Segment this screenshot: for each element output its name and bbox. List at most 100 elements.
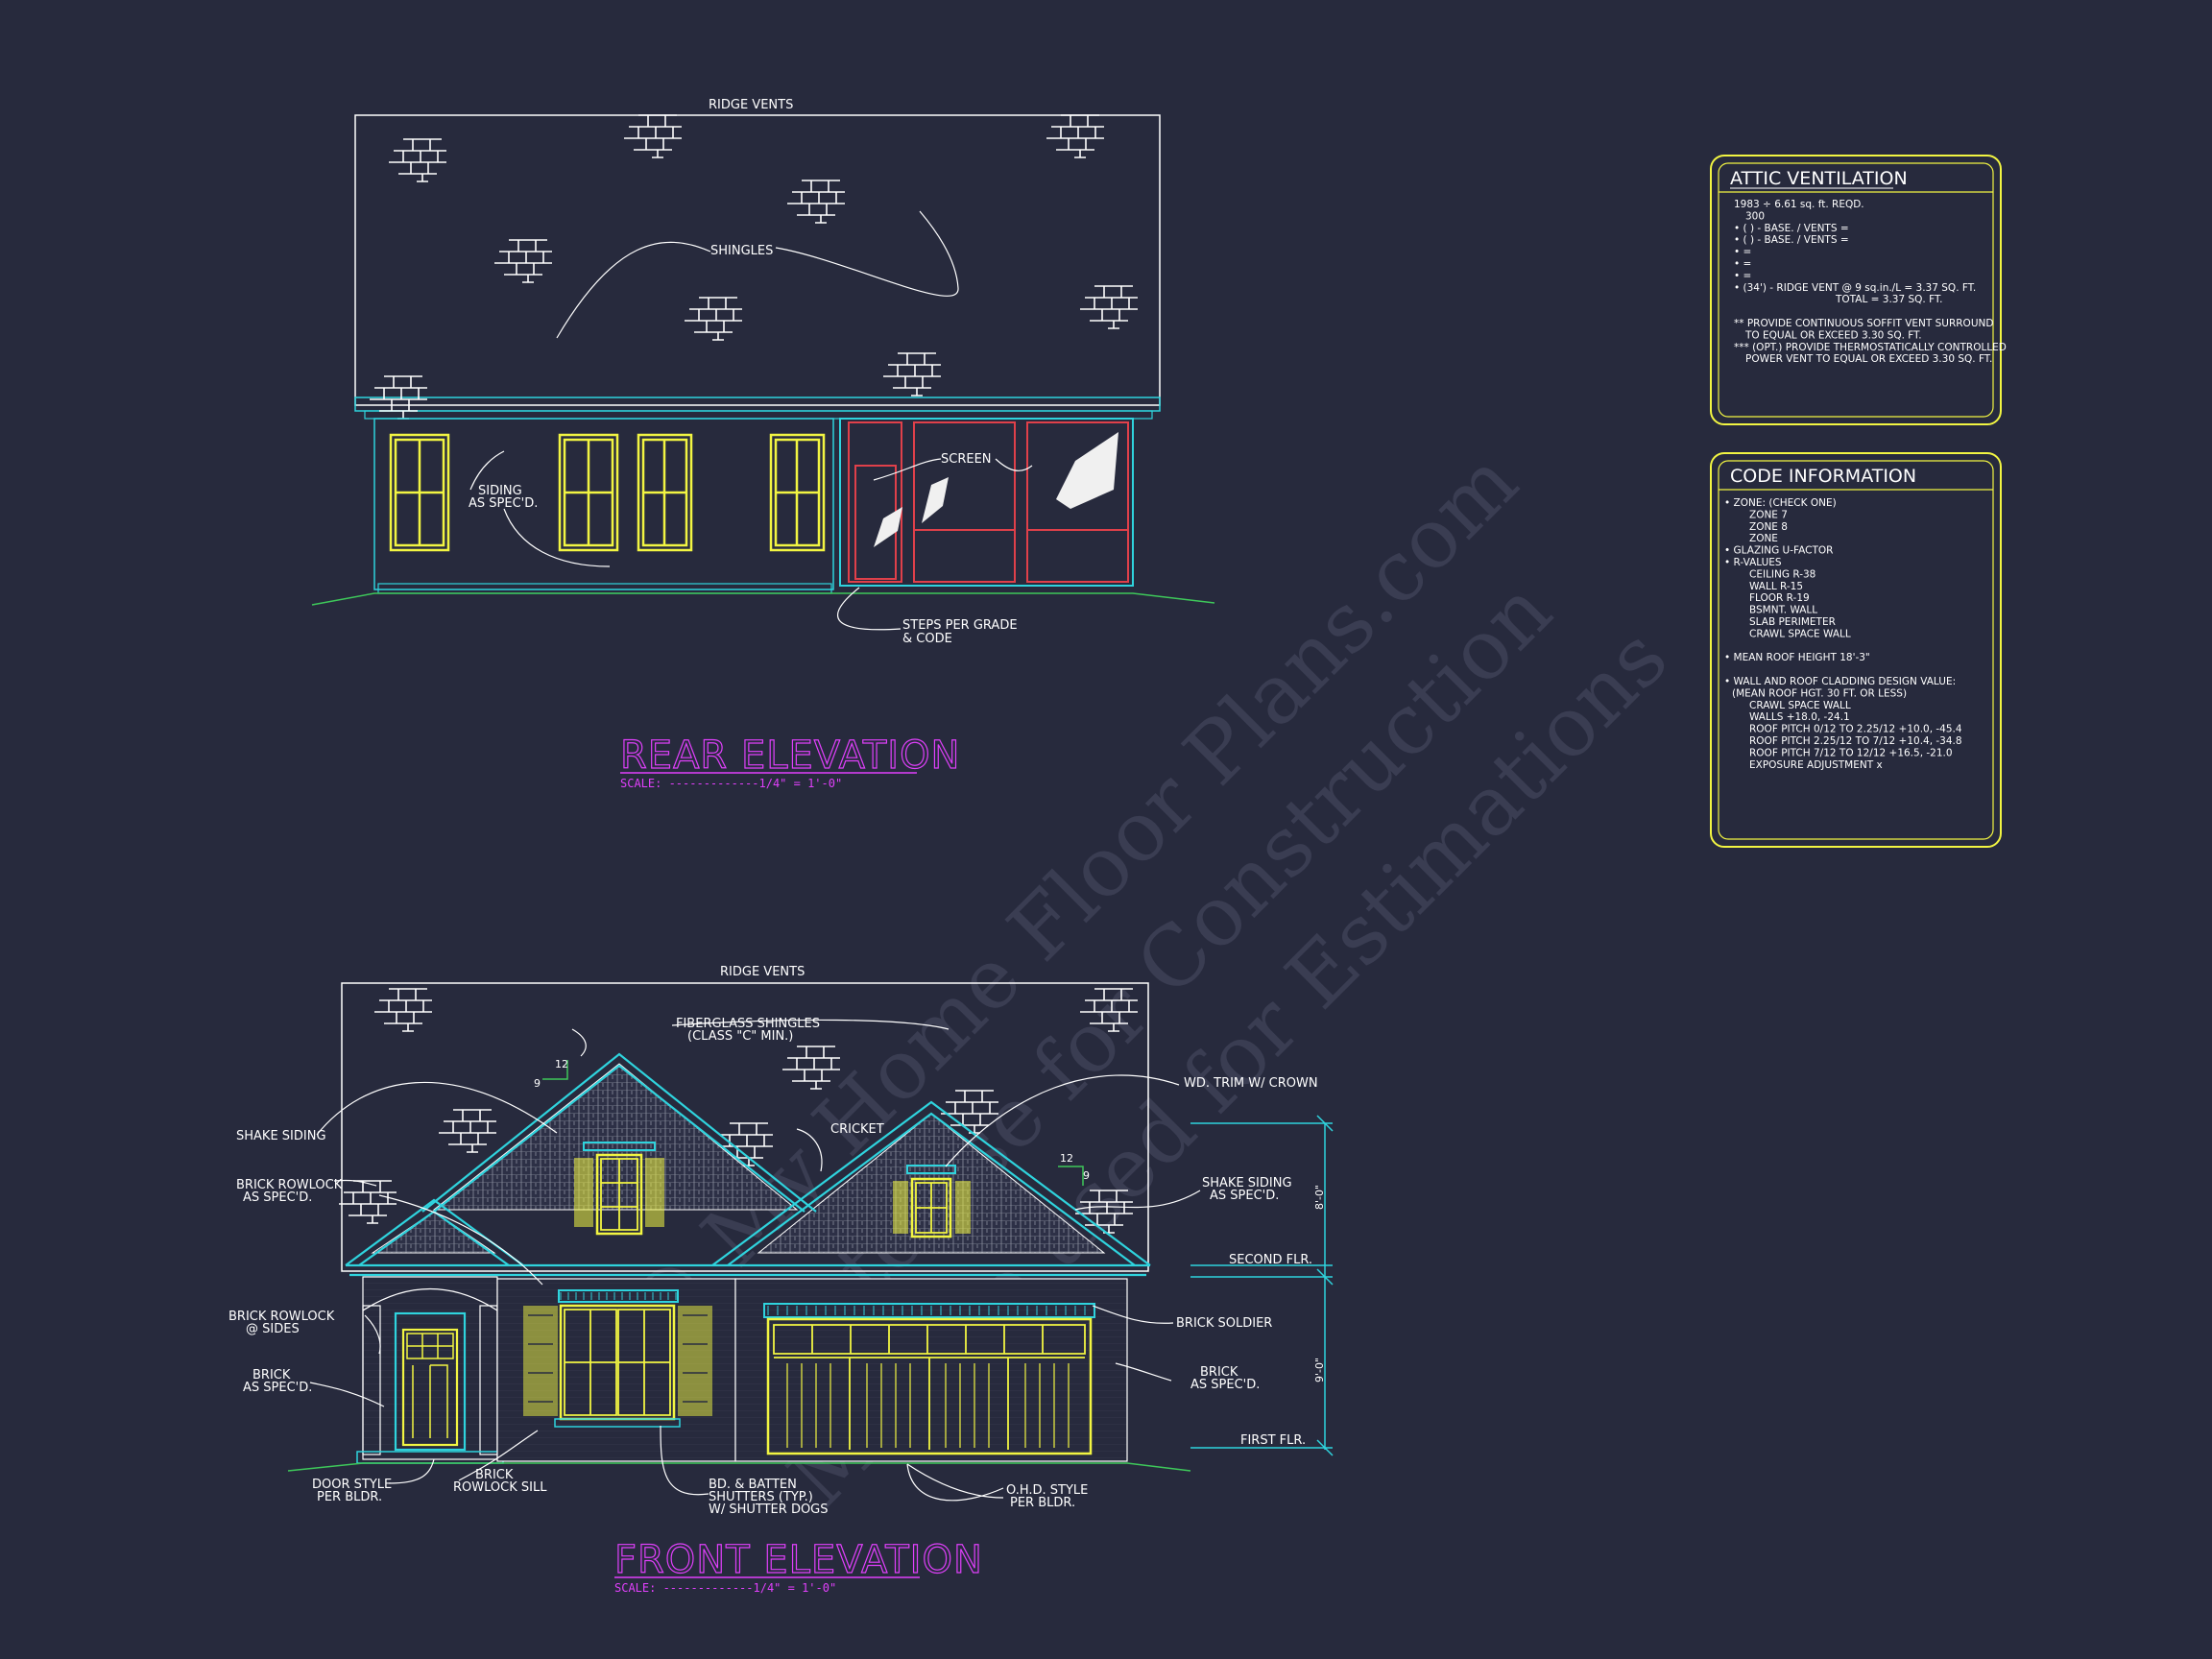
code-line: • WALL AND ROOF CLADDING DESIGN VALUE: [1724,676,1956,687]
front-second-flr-label: SECOND FLR. [1229,1253,1312,1267]
attic-line: • = [1734,247,1751,258]
attic-line: TOTAL = 3.37 SQ. FT. [1835,294,1942,305]
front-elevation-title: FRONT ELEVATION [614,1538,983,1582]
code-line: (MEAN ROOF HGT. 30 FT. OR LESS) [1732,687,1907,699]
attic-line: TO EQUAL OR EXCEED 3.30 SQ. FT. [1744,329,1922,341]
front-garage-door [763,1303,1095,1455]
attic-line: *** (OPT.) PROVIDE THERMOSTATICALLY CONT… [1734,342,2007,353]
rear-shingles-label: SHINGLES [710,244,773,258]
rear-wall [373,418,834,590]
front-brick-rowlock-label-2: AS SPEC'D. [243,1190,312,1205]
attic-line: • ( ) - BASE. / VENTS = [1734,223,1849,234]
code-line: • R-VALUES [1724,557,1782,568]
front-main-window [523,1289,712,1428]
front-gable-window-right [893,1165,971,1238]
front-shutters-label: BD. & BATTEN [709,1478,797,1492]
front-shutters-label-3: W/ SHUTTER DOGS [709,1503,829,1517]
rear-siding-label-2: AS SPEC'D. [469,496,538,511]
rear-ridge-vents-label: RIDGE VENTS [709,98,793,112]
code-information-box: CODE INFORMATION • ZONE: (CHECK ONE)ZONE… [1710,452,2002,848]
front-fiberglass-label-2: (CLASS "C" MIN.) [687,1029,793,1044]
attic-ventilation-box: ATTIC VENTILATION 1983 ÷ 6.61 sq. ft. RE… [1710,155,2007,425]
attic-line: 300 [1745,210,1765,222]
front-rowlock-sill-label: BRICK [475,1468,514,1482]
front-brick-right-label: BRICK [1200,1365,1238,1380]
rear-screen-porch [839,418,1134,587]
attic-line: • (34') - RIDGE VENT @ 9 sq.in./L = 3.37… [1734,282,1976,294]
code-line: • GLAZING U-FACTOR [1724,545,1833,557]
rear-elevation: SHINGLES RIDGE VENTS SIDING AS SPEC'D. [311,98,1215,790]
front-door [401,1328,459,1447]
attic-line: POWER VENT TO EQUAL OR EXCEED 3.30 SQ. F… [1745,353,1992,365]
rear-windows [389,433,826,552]
front-elevation-scale: SCALE: -------------1/4" = 1'-0" [614,1581,836,1595]
front-dimensions [1190,1115,1334,1456]
front-door-style-label: DOOR STYLE [312,1478,392,1492]
code-line: • MEAN ROOF HEIGHT 18'-3" [1724,652,1870,663]
front-shutters-label-2: SHUTTERS (TYP.) [709,1490,813,1504]
front-wd-trim-label: WD. TRIM W/ CROWN [1184,1076,1318,1091]
code-line: WALL R-15 [1749,581,1803,592]
code-line: CRAWL SPACE WALL [1749,700,1851,711]
rear-grade-line [311,592,1215,606]
front-fiberglass-label: FIBERGLASS SHINGLES [676,1017,820,1031]
front-door-style-label-2: PER BLDR. [317,1490,382,1504]
front-brick-left-label-2: AS SPEC'D. [243,1381,312,1395]
front-brick-left-label: BRICK [252,1368,291,1382]
front-brick-rowlock-label: BRICK ROWLOCK [236,1178,343,1192]
front-brick-rowlock-sides-label: BRICK ROWLOCK [228,1310,335,1324]
attic-line: • = [1734,270,1751,281]
rear-fascia [354,397,1161,412]
rear-steps-label: STEPS PER GRADE [902,618,1018,633]
front-pitch-left-rise: 12 [555,1058,568,1070]
code-information-title: CODE INFORMATION [1730,466,1916,487]
front-pitch-right-rise: 12 [1060,1152,1073,1165]
front-shake-siding-right-label-2: AS SPEC'D. [1210,1189,1279,1203]
attic-line: ** PROVIDE CONTINUOUS SOFFIT VENT SURROU… [1734,318,1993,329]
front-dim-lower: 9'-0" [1313,1358,1326,1382]
code-line: ZONE 8 [1749,521,1788,533]
attic-ventilation-title: ATTIC VENTILATION [1730,168,1908,189]
front-brick-right-label-2: AS SPEC'D. [1190,1378,1260,1392]
front-cricket-label: CRICKET [830,1122,884,1137]
rear-steps-label-2: & CODE [902,632,952,646]
front-porch [356,1276,504,1464]
code-line: • ZONE: (CHECK ONE) [1724,497,1837,509]
code-line: FLOOR R-19 [1749,592,1810,604]
code-line: EXPOSURE ADJUSTMENT x [1749,759,1883,771]
code-line: ROOF PITCH 0/12 TO 2.25/12 +10.0, -45.4 [1749,724,1962,735]
rear-screen-label: SCREEN [941,452,992,467]
code-line: BSMNT. WALL [1749,605,1817,616]
attic-line: 1983 ÷ 6.61 sq. ft. REQD. [1734,199,1864,210]
rear-elevation-title: REAR ELEVATION [620,733,960,778]
front-brick-soldier-label: BRICK SOLDIER [1176,1316,1272,1331]
code-line: ROOF PITCH 2.25/12 TO 7/12 +10.4, -34.8 [1749,735,1962,747]
front-gable-trim [345,1052,1151,1277]
code-line: CRAWL SPACE WALL [1749,628,1851,639]
front-pitch-right-run: 9 [1083,1169,1090,1182]
code-line: SLAB PERIMETER [1749,616,1836,628]
front-shake-siding-label: SHAKE SIDING [236,1129,326,1143]
front-rowlock-sill-label-2: ROWLOCK SILL [453,1480,547,1495]
code-line: ROOF PITCH 7/12 TO 12/12 +16.5, -21.0 [1749,747,1953,758]
attic-line: • ( ) - BASE. / VENTS = [1734,234,1849,246]
code-line: ZONE 7 [1749,509,1788,520]
rear-siding-label: SIDING [478,484,522,498]
rear-elevation-scale: SCALE: -------------1/4" = 1'-0" [620,777,842,790]
attic-line: • = [1734,258,1751,270]
front-brick-rowlock-sides-label-2: @ SIDES [246,1322,300,1336]
rear-roof-outline [354,114,1161,406]
front-shake-siding-right-label: SHAKE SIDING [1202,1176,1292,1190]
front-gable-window-left [574,1142,664,1236]
code-line: CEILING R-38 [1749,568,1815,580]
front-ohd-label: O.H.D. STYLE [1006,1483,1088,1498]
code-line: ZONE [1749,533,1778,544]
front-pitch-left-run: 9 [534,1077,541,1090]
front-elevation: RIDGE VENTS [228,965,1334,1595]
front-dim-upper: 8'-0" [1313,1185,1326,1210]
attic-ventilation-lines: 1983 ÷ 6.61 sq. ft. REQD.300• ( ) - BASE… [1734,199,2007,365]
front-door-trim [394,1311,467,1452]
front-ridge-vents-label: RIDGE VENTS [720,965,805,979]
